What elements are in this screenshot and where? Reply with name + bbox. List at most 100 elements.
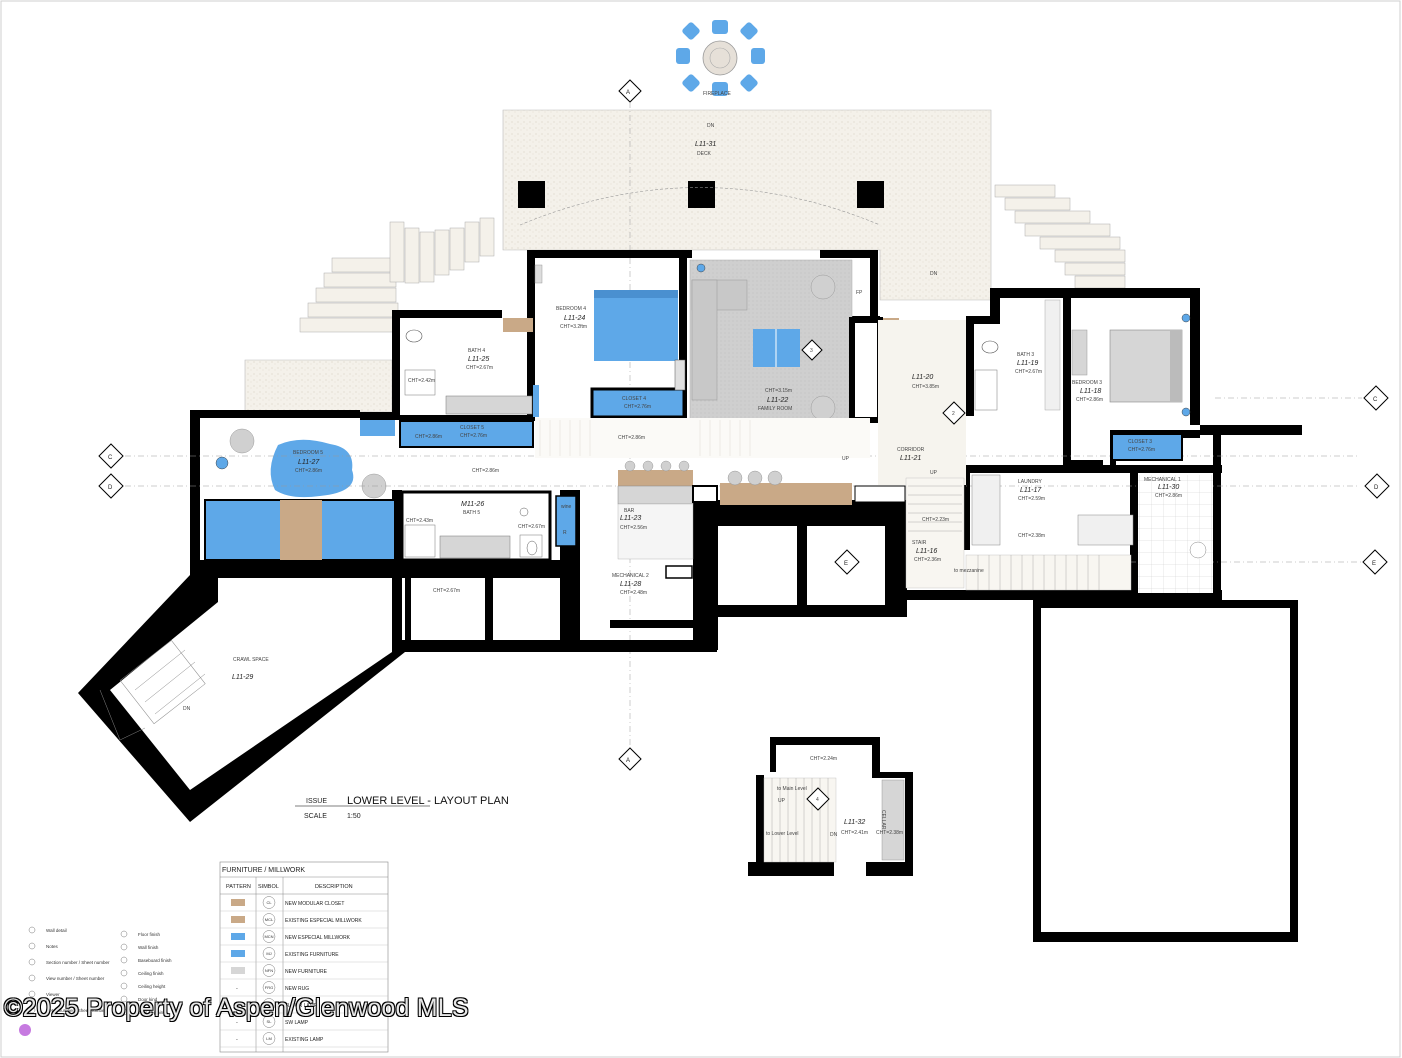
corridor-up-label: UP	[930, 470, 938, 476]
bath4-name: BATH 4	[468, 348, 485, 354]
svg-text:CHT=2.67m: CHT=2.67m	[518, 524, 545, 530]
legend-title: FURNITURE / MILLWORK	[222, 867, 305, 874]
fireplace-label: FIREPLACE	[703, 91, 731, 97]
legend-symbol-circle	[262, 913, 276, 926]
legend-symbol: FL	[267, 1002, 272, 1007]
corridor-stair	[878, 320, 1132, 591]
svg-text:CHT=2.24m: CHT=2.24m	[810, 756, 837, 762]
svg-text:CHT=3.15m: CHT=3.15m	[765, 388, 792, 394]
legend-swatch-none: -	[236, 1037, 238, 1043]
svg-text:CHT=2.42m: CHT=2.42m	[408, 378, 435, 384]
deck-code: L11-31	[695, 141, 716, 148]
svg-text:CHT=2.38m: CHT=2.38m	[876, 830, 903, 836]
key-symbol-icon	[28, 958, 36, 966]
svg-text:CHT=2.76m: CHT=2.76m	[1128, 447, 1155, 453]
svg-text:CHT=2.36m: CHT=2.36m	[914, 557, 941, 563]
svg-text:CHT=2.86m: CHT=2.86m	[1076, 397, 1103, 403]
svg-text:CHT=2.48m: CHT=2.48m	[620, 590, 647, 596]
to-main-level-label: to Main Level	[777, 786, 807, 792]
key-text: Baseboard finish	[138, 958, 172, 963]
legend-symbol: LM	[266, 1036, 272, 1041]
svg-text:3: 3	[810, 348, 813, 354]
svg-text:CHT=2.41m: CHT=2.41m	[841, 830, 868, 836]
legend-swatch-none: -	[236, 1003, 238, 1009]
small-stair-code: L11-32	[844, 819, 865, 826]
bath4-code: L11-25	[468, 356, 489, 363]
laundry-fixtures	[971, 474, 1213, 593]
bar-name: BAR	[624, 508, 635, 514]
hall-bar	[535, 418, 906, 560]
key-symbol-icon	[120, 943, 128, 951]
legend-description: NEW RUG	[285, 986, 309, 992]
svg-text:CHT=2.67m: CHT=2.67m	[433, 588, 460, 594]
legend-swatch-none: -	[236, 1020, 238, 1026]
section-marker-c-left: C	[98, 443, 124, 469]
legend-description: EXISTING LAMP	[285, 1037, 324, 1043]
key-text: Detail number / Sheet number	[46, 1008, 107, 1013]
bath5-fixtures	[400, 490, 552, 562]
svg-text:CHT=2.67m: CHT=2.67m	[1015, 369, 1042, 375]
crawl-dn-label: DN	[183, 706, 191, 712]
key-text: Tiles begining	[138, 1010, 166, 1015]
svg-text:CHT=2.23m: CHT=2.23m	[922, 517, 949, 523]
issue-label: ISSUE	[306, 798, 327, 805]
legend-swatch	[231, 899, 245, 906]
fridge-label: R	[563, 530, 567, 536]
legend-symbol-circle	[262, 981, 276, 994]
scale-value: 1:50	[347, 813, 361, 820]
mechanical2-code: L11-28	[620, 581, 641, 588]
key-text: Ceiling finish	[138, 971, 164, 976]
key-symbol-icon	[120, 956, 128, 964]
corridor-name: CORRIDOR	[897, 447, 925, 453]
bath4-fixtures	[404, 329, 539, 417]
cellar-label: CELLAR	[880, 810, 886, 830]
bedroom5-name: BEDROOM 5	[293, 450, 323, 456]
legend-swatch	[231, 950, 245, 957]
bath3-fixtures	[974, 299, 1061, 411]
legend-description: NEW FURNITURE	[285, 969, 328, 975]
deck-post	[857, 181, 884, 208]
section-marker-a-bottom: A	[618, 747, 642, 771]
key-symbol-icon	[28, 974, 36, 982]
deck-name: DECK	[697, 151, 712, 157]
key-symbol-icon	[28, 926, 36, 934]
stair-name: STAIR	[912, 540, 927, 546]
crawl-name: CRAWL SPACE	[233, 657, 269, 663]
key-symbol-icon	[28, 1006, 36, 1014]
deck-area	[244, 109, 992, 413]
fireplace-seating	[676, 20, 765, 96]
key-symbol-icon	[120, 930, 128, 938]
closet4-name: CLOSET 4	[622, 396, 646, 402]
legend-symbol-circle	[262, 964, 276, 977]
small-up-label: UP	[778, 798, 786, 804]
detail-number-symbol	[19, 1024, 31, 1036]
family-code: L11-22	[767, 397, 788, 404]
legend-symbol: MCL	[265, 917, 274, 922]
svg-text:CHT=2.38m: CHT=2.38m	[1018, 533, 1045, 539]
svg-text:CHT=2.56m: CHT=2.56m	[620, 525, 647, 531]
svg-text:CHT=2.76m: CHT=2.76m	[624, 404, 651, 410]
mechanical1-name: MECHANICAL 1	[1144, 477, 1181, 483]
legend-symbol: NFN	[265, 968, 273, 973]
l1120-code: L11-20	[912, 374, 933, 381]
key-text: Section number / Sheet number	[46, 960, 110, 965]
svg-text:C: C	[1373, 397, 1378, 403]
view-marker-2	[942, 401, 966, 425]
key-text: Wall detail	[46, 928, 67, 933]
legend-symbol-circle	[262, 947, 276, 960]
deck-post	[688, 181, 715, 208]
right-dn-label: DN	[930, 271, 938, 277]
to-lower-level-label: to Lower Level	[766, 831, 799, 837]
title-block: ISSUE LOWER LEVEL - LAYOUT PLAN SCALE 1:…	[295, 795, 509, 820]
fp-label: FP	[856, 290, 863, 296]
legend-description: FLOOR LAMP	[285, 1003, 318, 1009]
legend-description: SW LAMP	[285, 1020, 309, 1026]
key-symbol-icon	[120, 982, 128, 990]
svg-text:CHT=2.86m: CHT=2.86m	[415, 434, 442, 440]
bedroom3-name: BEDROOM 3	[1072, 380, 1102, 386]
section-marker-e-mid: E	[834, 549, 860, 575]
svg-text:CHT=2.67m: CHT=2.67m	[466, 365, 493, 371]
